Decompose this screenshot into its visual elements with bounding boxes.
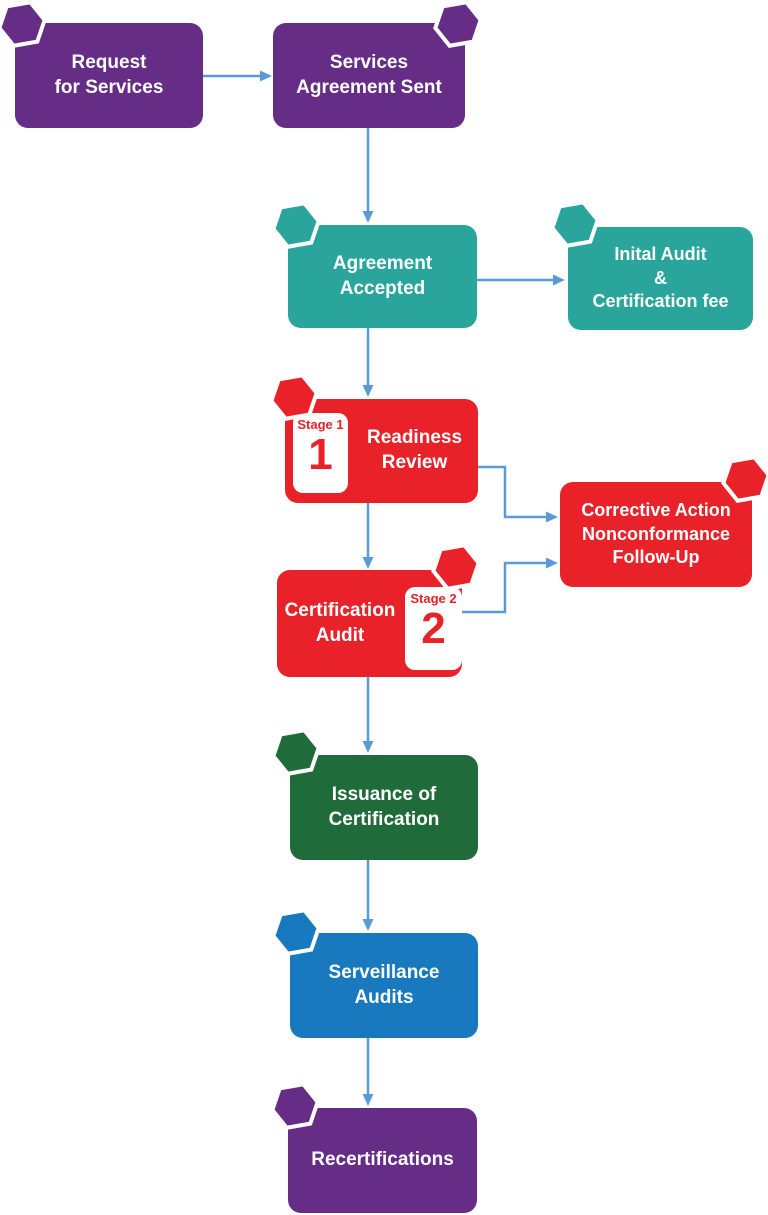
node-request-for-services: Request for Services bbox=[15, 23, 203, 128]
node-label: Recertifications bbox=[311, 1149, 454, 1171]
stage-1-badge-label: Stage 1 bbox=[297, 417, 344, 432]
node-label: Request for Services bbox=[54, 51, 164, 98]
stage-1-badge: Stage 1 1 bbox=[293, 413, 348, 493]
node-label: Inital Audit & Certification fee bbox=[592, 244, 729, 312]
node-label: Certification Audit bbox=[284, 599, 396, 646]
arrowheads bbox=[260, 70, 565, 1106]
hexagon-icon bbox=[271, 201, 321, 249]
hexagon-icon bbox=[271, 728, 321, 776]
arrowhead-down-icon bbox=[362, 211, 374, 223]
stage-1-badge-number: 1 bbox=[308, 430, 333, 480]
connector-readiness-to-corrective bbox=[478, 465, 547, 519]
arrowhead-right-icon bbox=[546, 511, 558, 523]
node-readiness-review: Stage 1 1 Readiness Review bbox=[285, 399, 478, 503]
hexagon-icon bbox=[550, 200, 600, 248]
arrowhead-down-icon bbox=[362, 557, 374, 569]
node-label: Services Agreement Sent bbox=[296, 51, 442, 98]
node-agreement-accepted: Agreement Accepted bbox=[288, 225, 477, 328]
hexagon-icon bbox=[270, 1082, 320, 1130]
arrowhead-down-icon bbox=[362, 385, 374, 397]
stage-2-badge-number: 2 bbox=[421, 604, 446, 654]
arrowhead-right-icon bbox=[260, 70, 272, 82]
node-services-agreement-sent: Services Agreement Sent bbox=[273, 23, 465, 128]
node-recertifications: Recertifications bbox=[288, 1108, 477, 1213]
hexagon-icon bbox=[0, 0, 47, 48]
hexagon-icon bbox=[271, 908, 321, 956]
node-label: Corrective Action Nonconformance Follow-… bbox=[581, 500, 731, 568]
node-label: Issuance of Certification bbox=[328, 783, 440, 830]
arrowhead-right-icon bbox=[546, 557, 558, 569]
stage-2-badge: Stage 2 2 bbox=[405, 587, 462, 670]
hexagon-icon bbox=[433, 0, 483, 48]
hexagon-icon bbox=[721, 455, 768, 503]
arrowhead-down-icon bbox=[362, 1094, 374, 1106]
stage-2-badge-label: Stage 2 bbox=[410, 591, 457, 606]
node-certification-audit: Stage 2 2 Certification Audit bbox=[277, 570, 462, 677]
arrowhead-down-icon bbox=[362, 919, 374, 931]
node-label: Readiness Review bbox=[366, 427, 463, 473]
node-corrective-action-nonconformance-follow-up: Corrective Action Nonconformance Follow-… bbox=[560, 482, 752, 587]
node-label: Serveillance Audits bbox=[328, 961, 440, 1008]
node-label: Agreement Accepted bbox=[332, 252, 433, 299]
hexagon-icon bbox=[431, 543, 481, 591]
connector-certaudit-to-corrective bbox=[462, 561, 547, 614]
node-surveillance-audits: Serveillance Audits bbox=[290, 933, 478, 1038]
connectors bbox=[203, 74, 554, 1095]
hexagon-icon bbox=[269, 373, 319, 421]
arrowhead-down-icon bbox=[362, 741, 374, 753]
node-issuance-of-certification: Issuance of Certification bbox=[290, 755, 478, 860]
node-initial-audit-certification-fee: Inital Audit & Certification fee bbox=[568, 227, 753, 330]
arrowhead-right-icon bbox=[553, 274, 565, 286]
